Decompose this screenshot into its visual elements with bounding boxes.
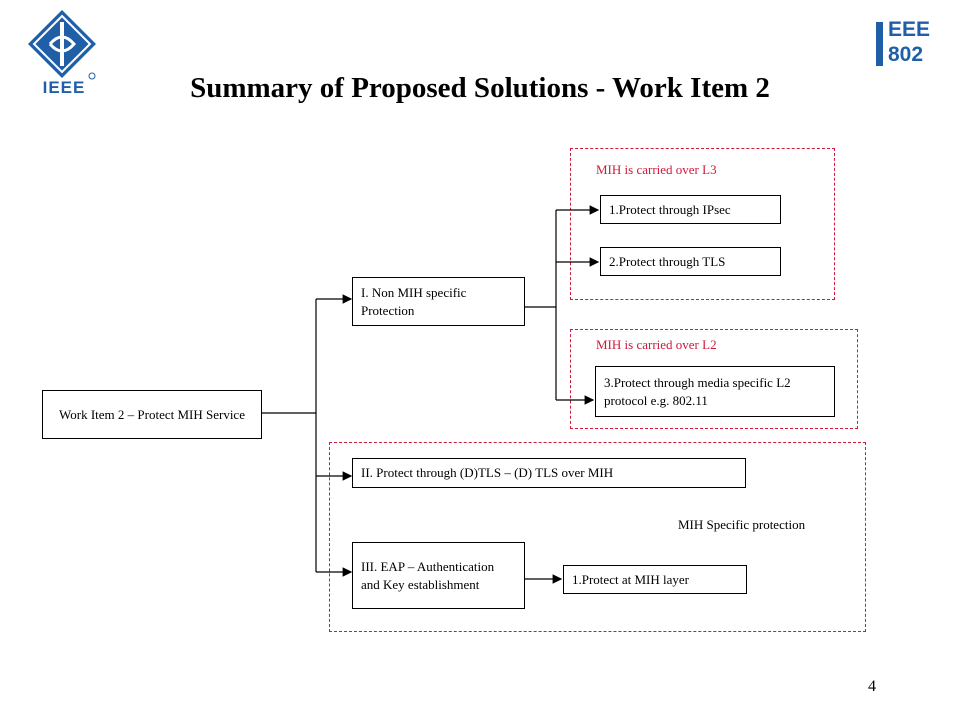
- ieee-diamond-icon: [28, 10, 96, 80]
- ieee-logo: IEEE: [26, 8, 102, 98]
- branch-3-node: III. EAP – Authentication and Key establ…: [352, 542, 525, 609]
- l2-region: [570, 329, 858, 429]
- page-title: Summary of Proposed Solutions - Work Ite…: [190, 72, 770, 104]
- l3-option-2-node: 2.Protect through TLS: [600, 247, 781, 276]
- l3-label: MIH is carried over L3: [596, 162, 717, 177]
- branch-3-label: III. EAP – Authentication and Key establ…: [361, 558, 495, 592]
- l3-option-2-label: 2.Protect through TLS: [609, 253, 726, 269]
- branch-2-node: II. Protect through (D)TLS – (D) TLS ove…: [352, 458, 746, 488]
- mih-layer-option-node: 1.Protect at MIH layer: [563, 565, 747, 594]
- branch-1-node: I. Non MIH specific Protection: [352, 277, 525, 326]
- l2-option-3-node: 3.Protect through media specific L2 prot…: [595, 366, 835, 417]
- ieee-802-logo-top: EEE: [888, 18, 931, 41]
- mih-specific-label: MIH Specific protection: [678, 517, 806, 532]
- l3-region: [570, 148, 835, 300]
- mih-specific-region: [329, 442, 866, 632]
- ieee-logo-text: IEEE: [42, 78, 86, 97]
- l2-label: MIH is carried over L2: [596, 337, 717, 352]
- ieee-802-bar-icon: [876, 22, 883, 66]
- root-node-label: Work Item 2 – Protect MIH Service: [59, 406, 245, 422]
- ieee-802-logo-bottom: 802: [888, 43, 924, 66]
- l2-option-3-label: 3.Protect through media specific L2 prot…: [604, 374, 791, 408]
- l3-option-1-label: 1.Protect through IPsec: [609, 201, 731, 217]
- branch-1-label: I. Non MIH specific Protection: [361, 284, 467, 318]
- root-node: Work Item 2 – Protect MIH Service: [42, 390, 262, 439]
- page-number: 4: [868, 678, 876, 695]
- mih-layer-option-label: 1.Protect at MIH layer: [572, 571, 689, 587]
- branch-2-label: II. Protect through (D)TLS – (D) TLS ove…: [361, 465, 614, 480]
- l3-option-1-node: 1.Protect through IPsec: [600, 195, 781, 224]
- ieee-802-logo: EEE 802: [876, 18, 940, 74]
